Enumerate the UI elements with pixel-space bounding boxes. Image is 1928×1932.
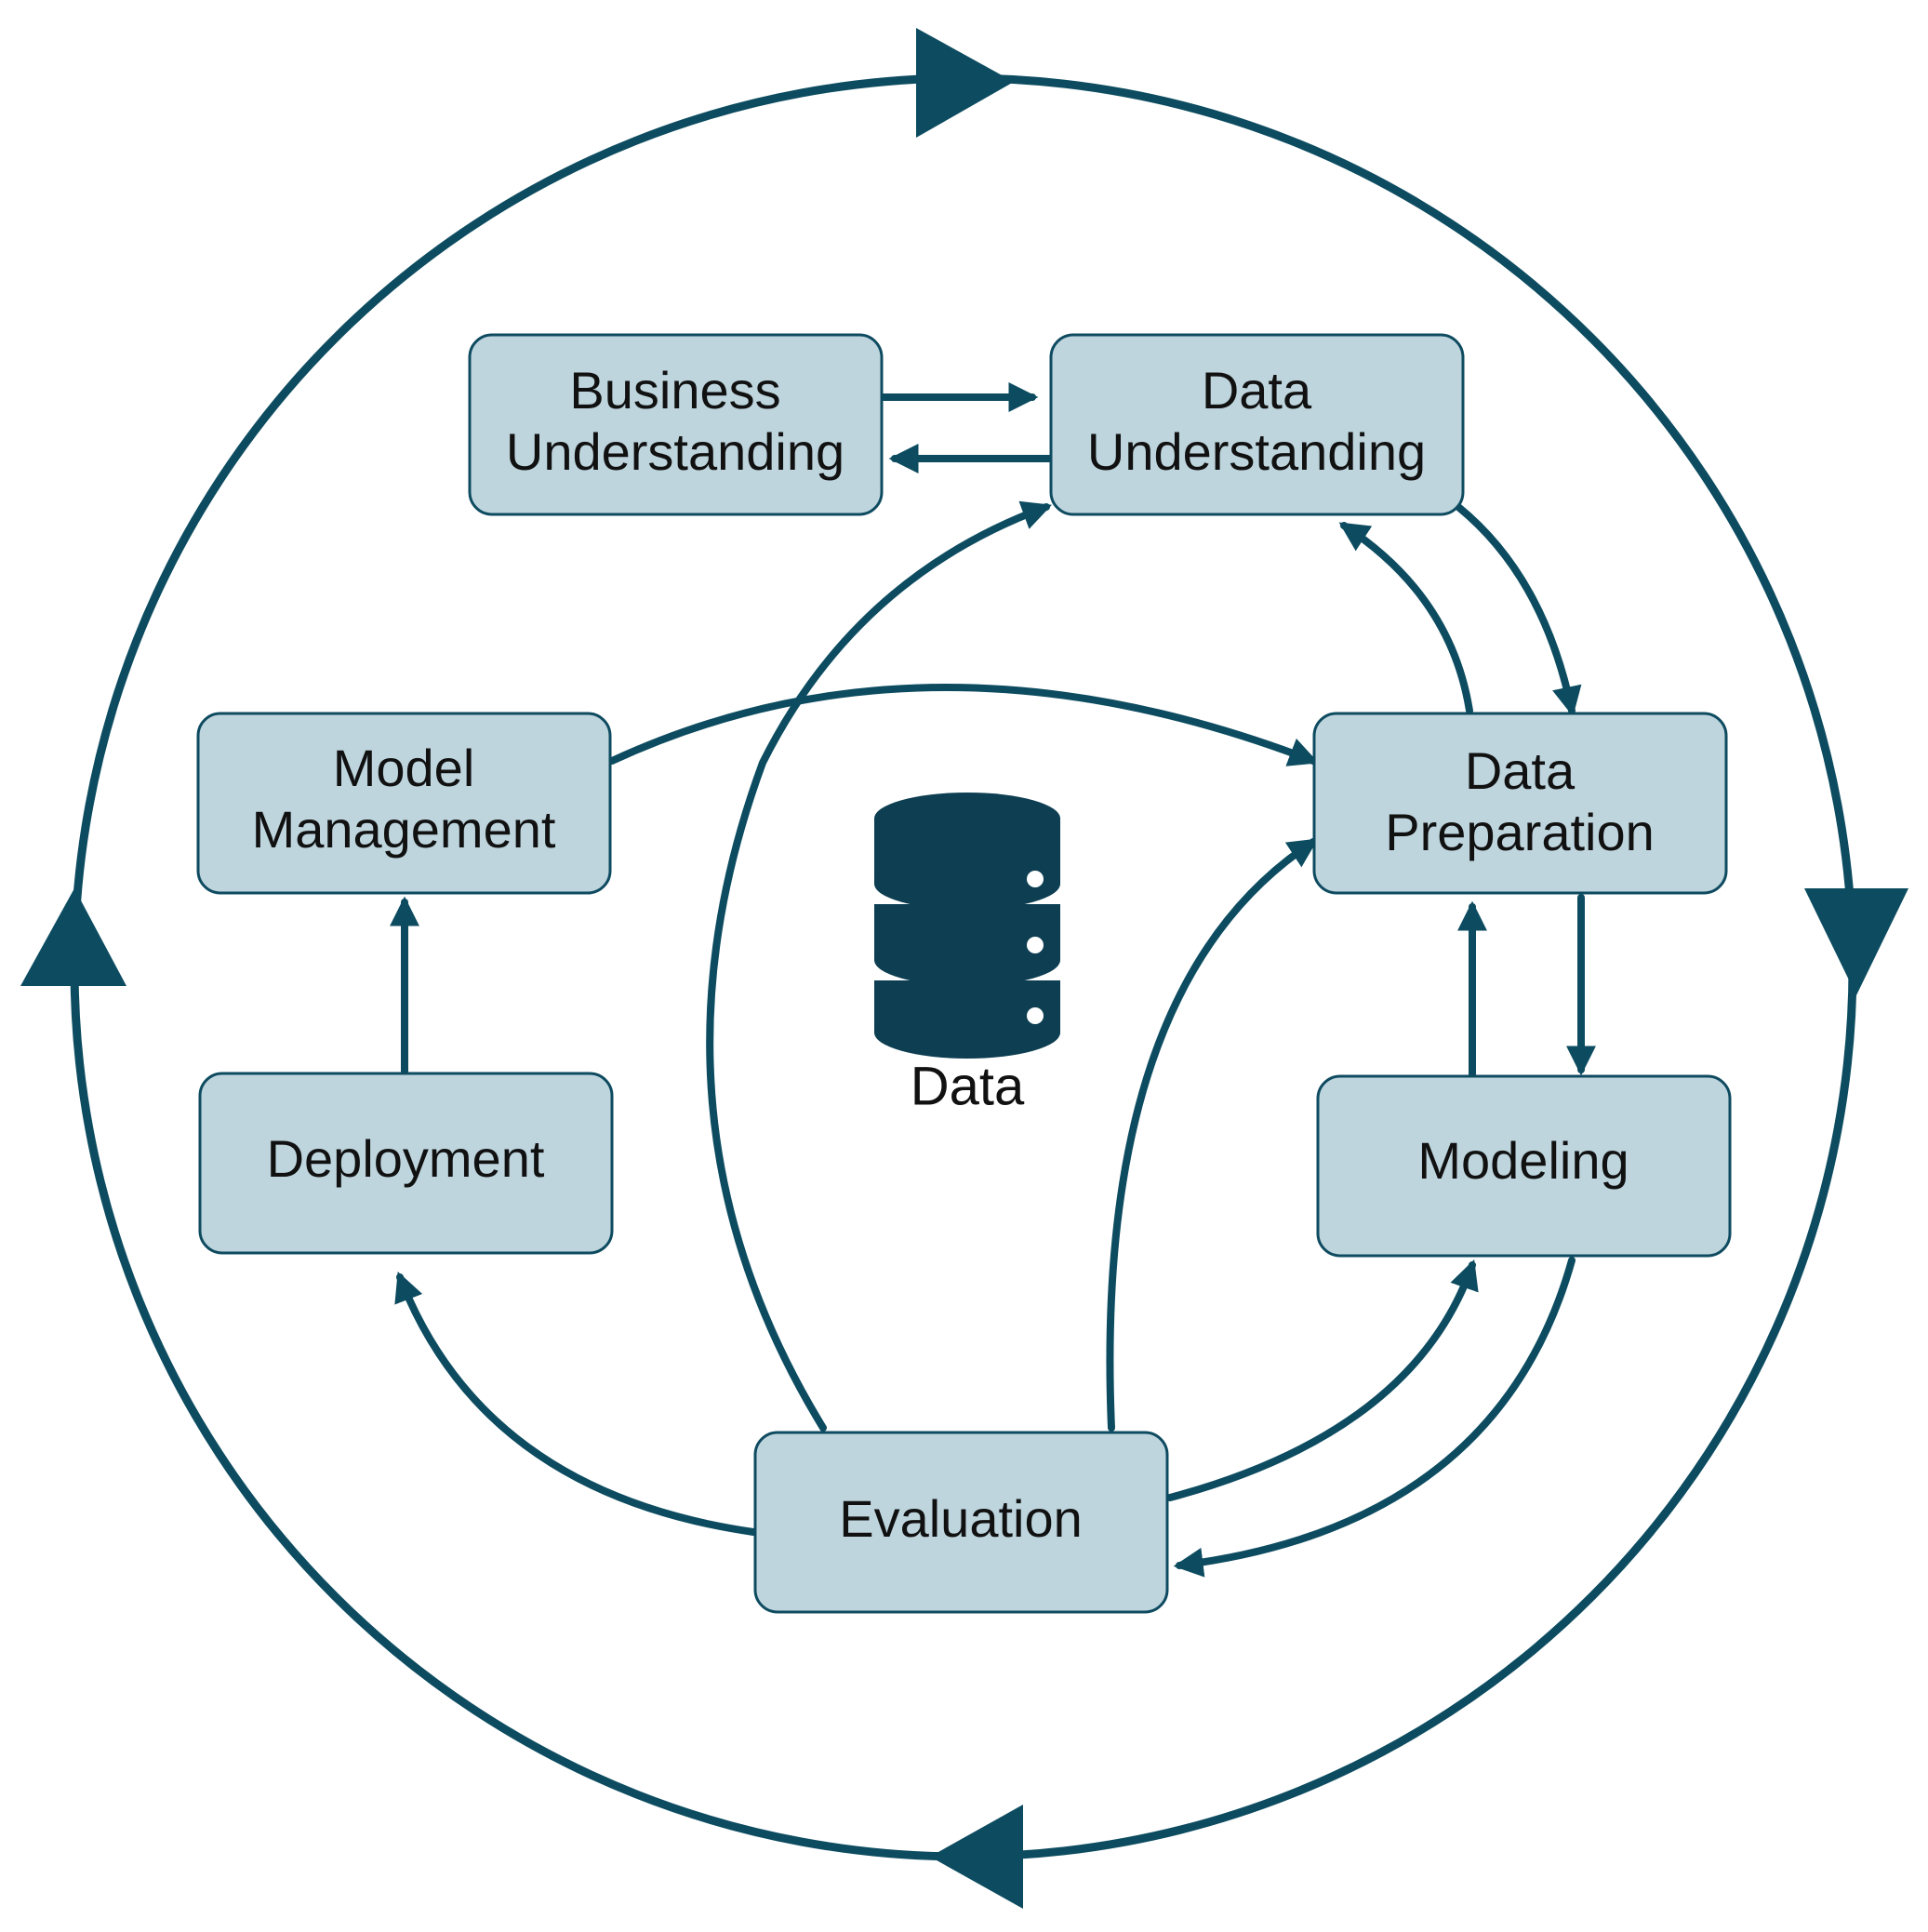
outer-cycle-arrowhead-left [20,888,126,986]
node-modeling-label: Modeling [1417,1131,1629,1190]
node-model-management-line1: Model [333,739,475,797]
node-data-preparation-line1: Data [1465,741,1576,800]
node-data-preparation: Data Preparation [1312,712,1728,895]
arrow-data-preparation-to-data-understanding [1338,522,1473,714]
database-icon [874,793,1060,1059]
arrow-model-management-to-data-preparation [608,684,1319,766]
outer-cycle-arrowhead-bottom [930,1805,1023,1909]
arrow-evaluation-to-modeling [1166,1259,1479,1501]
node-evaluation-label: Evaluation [839,1489,1083,1548]
arrow-evaluation-to-data-preparation [1106,838,1319,1432]
node-modeling: Modeling [1316,1074,1732,1258]
outer-cycle-arrowhead-top [916,28,1014,138]
arrow-modeling-to-evaluation [1173,1257,1576,1578]
node-data-understanding-line2: Understanding [1087,422,1426,481]
node-business-understanding-line2: Understanding [506,422,844,481]
outer-cycle-arrowhead-right [1804,888,1908,995]
arrow-data-understanding-to-data-preparation [1455,503,1582,717]
node-model-management: Model Management [196,712,612,895]
node-data-understanding: Data Understanding [1049,333,1465,516]
database-label: Data [911,1056,1025,1116]
node-deployment: Deployment [198,1072,614,1255]
node-deployment-label: Deployment [267,1129,545,1188]
node-data-understanding-line1: Data [1202,361,1312,420]
node-business-understanding-line1: Business [569,361,780,420]
node-business-understanding: Business Understanding [468,333,884,516]
arrow-evaluation-to-deployment [394,1272,757,1536]
node-data-preparation-line2: Preparation [1385,803,1655,861]
node-model-management-line2: Management [252,800,556,859]
node-evaluation: Evaluation [753,1431,1169,1614]
arrow-evaluation-to-data-understanding [706,500,1053,1432]
